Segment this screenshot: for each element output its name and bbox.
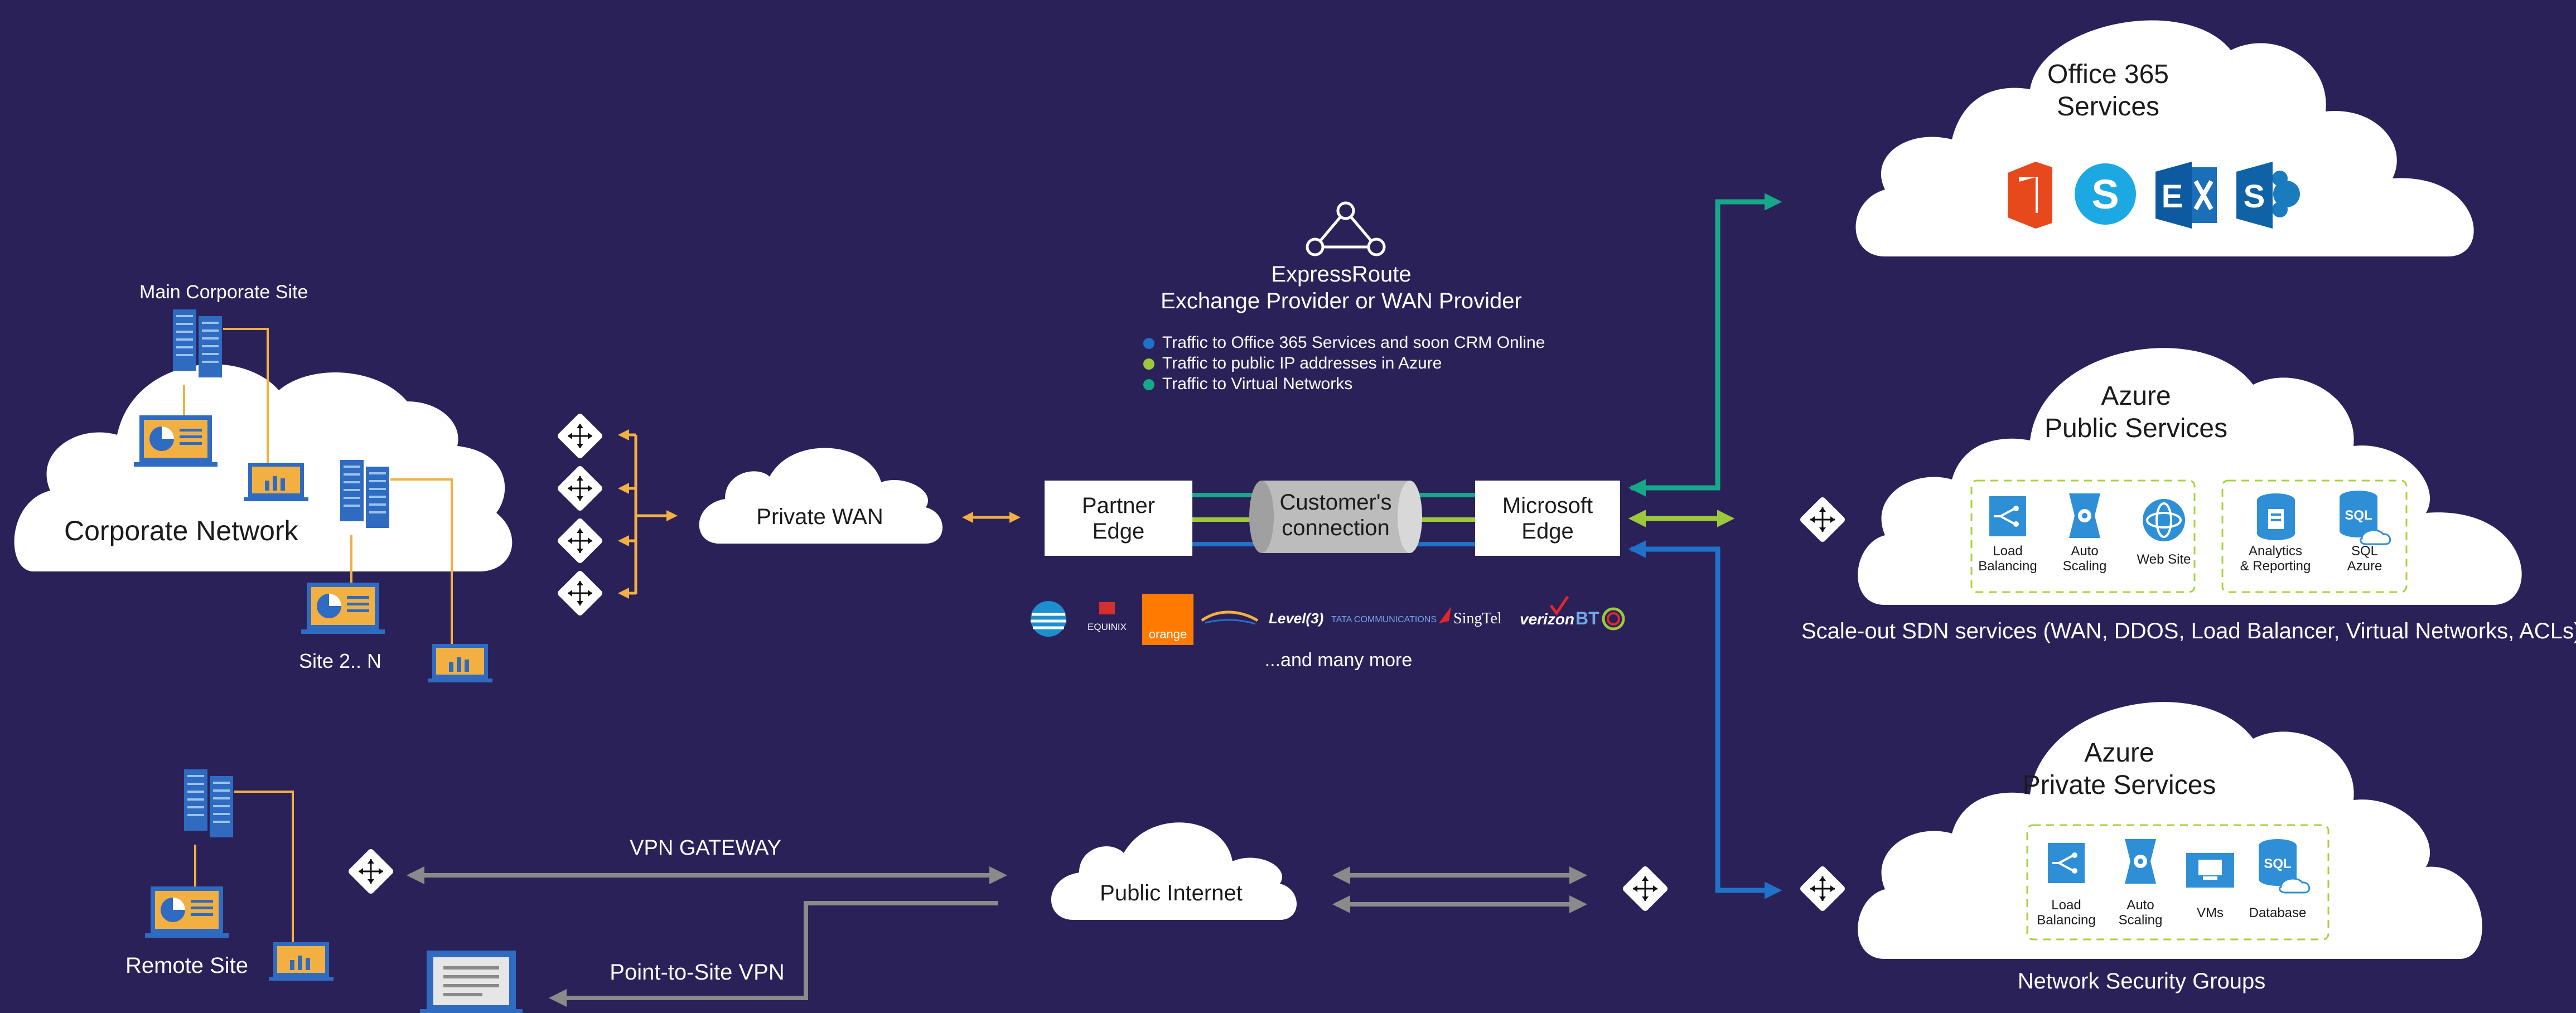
load-balancing-icon — [1989, 496, 2026, 536]
public-internet-cloud — [1051, 822, 1297, 920]
router-icon[interactable] — [555, 569, 605, 618]
expressroute-icon — [1306, 201, 1386, 256]
azure-private-title: Azure Private Services — [2022, 738, 2216, 800]
att-logo — [1031, 601, 1066, 637]
tata-logo: TATA COMMUNICATIONS — [1331, 615, 1437, 624]
router-icon[interactable] — [555, 516, 605, 565]
scale-out-sdn-label: Scale-out SDN services (WAN, DDOS, Load … — [1801, 619, 2576, 643]
svg-text:verizon: verizon — [1520, 610, 1574, 628]
remote-site-servers-icon — [184, 769, 233, 837]
svg-text:EQUINIX: EQUINIX — [1088, 622, 1127, 632]
main-site-bar-laptop-icon — [244, 463, 308, 501]
main-corporate-site-label: Main Corporate Site — [139, 282, 308, 303]
legend-item-public-ip: Traffic to public IP addresses in Azure — [1143, 354, 1442, 373]
sql-azure-icon: SQL — [2340, 491, 2391, 545]
database-icon: SQL — [2259, 839, 2311, 894]
office-icon — [2008, 162, 2052, 229]
expressroute-title: ExpressRoute Exchange Provider or WAN Pr… — [1161, 262, 1522, 313]
router-icon[interactable] — [346, 847, 395, 896]
site-link-lines — [183, 328, 453, 942]
public-analytics-label: Analytics & Reporting — [2240, 544, 2311, 574]
azure-public-cloud — [1858, 348, 2522, 605]
legend-dot-lime — [1143, 358, 1154, 370]
remote-site-bar-laptop-icon — [269, 942, 334, 981]
equinix-logo: EQUINIX — [1088, 602, 1127, 632]
singtel-logo: SingTel — [1439, 607, 1502, 627]
svg-text:E: E — [2162, 178, 2183, 215]
public-auto-scaling-label: Auto Scaling — [2062, 544, 2107, 574]
legend-item-virtual-networks: Traffic to Virtual Networks — [1143, 375, 1352, 394]
public-web-site-label: Web Site — [2137, 552, 2191, 567]
point-to-site-vpn-label: Point-to-Site VPN — [610, 960, 785, 985]
svg-text:SingTel: SingTel — [1453, 610, 1502, 627]
private-wan-cloud — [699, 448, 943, 544]
svg-text:BT: BT — [1575, 608, 1599, 628]
private-services-group — [2026, 824, 2329, 941]
site2-bar-laptop-icon — [428, 644, 492, 682]
corporate-network-label: Corporate Network — [64, 515, 298, 546]
private-load-balancing-label: Load Balancing — [2037, 898, 2096, 928]
verizon-logo: verizon — [1520, 595, 1574, 628]
private-database-label: Database — [2249, 905, 2307, 920]
legend-dot-blue — [1143, 338, 1154, 349]
and-many-more-label: ...and many more — [1264, 650, 1413, 671]
private-auto-scaling-label: Auto Scaling — [2118, 898, 2163, 928]
main-site-pie-laptop-icon — [134, 415, 218, 467]
private-vms-label: VMs — [2197, 905, 2224, 920]
skype-icon: S — [2075, 163, 2136, 225]
remote-site-label: Remote Site — [125, 953, 249, 978]
load-balancing-icon — [2048, 843, 2085, 883]
svg-text:S: S — [2091, 171, 2119, 217]
exchange-icon: E — [2155, 162, 2217, 229]
bt-logo: BT — [1575, 607, 1625, 631]
public-internet-label: Public Internet — [1100, 881, 1243, 905]
provider-swoosh-logo — [1201, 610, 1259, 625]
site2-pie-laptop-icon — [301, 583, 385, 634]
customers-connection-pipe — [1249, 481, 1422, 553]
point-to-site-laptop-icon — [420, 951, 523, 1013]
router-icon[interactable] — [555, 464, 605, 513]
expressroute-lines — [1192, 493, 1475, 546]
svg-text:orange: orange — [1149, 627, 1187, 641]
azure-private-cloud — [1858, 702, 2482, 959]
router-icon[interactable] — [555, 411, 605, 461]
svg-text:SQL: SQL — [2345, 508, 2372, 523]
level3-logo: Level(3) — [1269, 610, 1323, 627]
office365-title: Office 365 Services — [2047, 60, 2169, 122]
public-load-balancing-label: Load Balancing — [1978, 544, 2037, 574]
svg-text:S: S — [2244, 178, 2265, 215]
microsoft-edge-box[interactable]: Microsoft Edge — [1475, 481, 1620, 556]
web-site-icon — [2143, 499, 2185, 541]
remote-site-pie-laptop-icon — [145, 886, 229, 938]
legend-dot-teal — [1143, 379, 1154, 390]
network-security-groups-label: Network Security Groups — [2017, 969, 2266, 993]
router-icon[interactable] — [1798, 495, 1847, 544]
microsoft-edge-links — [1628, 193, 1782, 899]
azure-public-title: Azure Public Services — [2044, 381, 2228, 443]
customers-connection-label: Customer's connection — [1279, 490, 1392, 540]
public-compute-group — [1970, 479, 2196, 593]
svg-text:SQL: SQL — [2264, 856, 2291, 871]
sharepoint-icon: S — [2236, 162, 2300, 229]
auto-scaling-icon — [2069, 493, 2100, 538]
site-2-n-label: Site 2.. N — [298, 650, 382, 672]
auto-scaling-icon — [2125, 839, 2156, 884]
router-icon[interactable] — [1798, 864, 1847, 913]
internet-links — [407, 866, 1587, 1007]
vms-icon — [2186, 853, 2234, 888]
vpn-gateway-label: VPN GATEWAY — [630, 836, 781, 860]
public-data-group — [2221, 479, 2408, 593]
partner-edge-box[interactable]: Partner Edge — [1045, 481, 1192, 556]
private-wan-links — [618, 429, 1021, 599]
orange-logo: orange — [1142, 594, 1193, 645]
private-wan-label: Private WAN — [756, 505, 883, 529]
public-sql-azure-label: SQL Azure — [2347, 544, 2382, 574]
legend-item-office365: Traffic to Office 365 Services and soon … — [1143, 333, 1545, 352]
analytics-reporting-icon — [2257, 493, 2295, 540]
router-icon[interactable] — [1621, 864, 1670, 913]
